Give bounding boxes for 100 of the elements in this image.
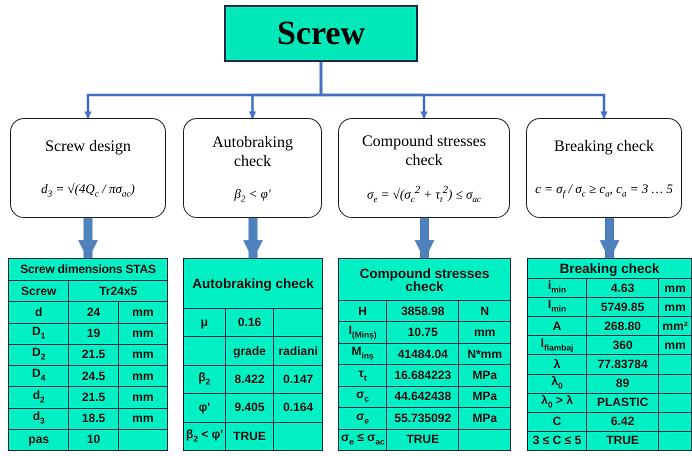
table-cell: 0.147 [274,365,322,394]
table-cell: pas [8,429,69,450]
table-cell: D$_{1}$ [8,323,69,344]
title-text: Screw [276,14,366,52]
formula: β$_{2}$ < φ′ [234,186,271,204]
table-cell: M$_{inș}$ [338,343,387,365]
table-cell: Screw [8,280,69,302]
table-cell: mm [118,323,168,344]
table-cell: σ$_{c}$ [338,386,387,408]
table-title: Screw dimensions STAS [8,258,168,280]
table-cell: TRUE [586,431,659,450]
table-cell: mm [118,408,168,430]
table-cell: MPa [458,408,510,430]
data-table [527,258,692,451]
table-cell: 0.16 [225,308,274,337]
table-cell: d$_{2}$ [8,386,69,408]
table-cell: σ$_{e}$ ≤ σ$_{ac}$ [338,429,387,450]
table-cell: mm² [658,316,692,336]
table-cell: σ$_{e}$ [338,408,387,430]
data-table [338,258,511,451]
table-cell: 24.5 [68,366,118,387]
table-cell: 4.63 [586,278,659,298]
table-cell: 3 ≤ C ≤ 5 [528,431,587,450]
table-cell: MPa [458,364,510,386]
table-cell: λ [528,354,587,374]
table-cell: TRUE [225,422,274,450]
box-title: Screw design [45,137,131,156]
table-cell: 41484.04 [386,343,459,365]
table-cell: d$_{3}$ [8,408,69,430]
table-cell: 8.422 [225,365,274,394]
table-cell: τ$_{t}$ [338,364,387,386]
table-cell: PLASTIC [586,393,659,412]
table-cell: 10.75 [386,322,459,344]
table-cell: I$_{min}$ [528,298,587,317]
title-box [224,5,418,62]
table-title: Compound stresses check [338,258,510,300]
table-cell: 19 [68,323,118,344]
process-box [10,118,166,218]
table-cell: MPa [458,386,510,408]
table-cell: Tr24x5 [68,280,168,302]
box-title: Breaking check [554,137,654,156]
table-cell: 44.642438 [386,386,459,408]
data-table [8,258,168,451]
table-cell: 360 [586,336,659,355]
table-cell: l$_{flambaj}$ [528,336,587,355]
table-cell: TRUE [386,429,459,450]
table-cell: A [528,316,587,336]
table-cell: mm [118,302,168,323]
table-cell: 9.405 [225,394,274,422]
table-cell: 21.5 [68,344,118,366]
formula: c = σ$_{f}$ / σ$_{c}$ ≥ c$_{a}$, c$_{a}$ = 3 … 5 [535,181,673,199]
arrow [243,218,263,260]
table-cell: N*mm [458,343,510,365]
table-cell: grade [225,336,274,366]
arrow [320,62,608,119]
table-cell: mm [118,386,168,408]
process-box [338,118,510,218]
table-cell: radiani [274,336,322,366]
box-title: Autobraking check [211,132,294,171]
table-cell: 268.80 [586,316,659,336]
table-cell: μ [184,308,226,337]
table-cell: 55.735092 [386,408,459,430]
table-cell: 5749.85 [586,298,659,317]
process-box [526,118,682,218]
table-cell: C [528,412,587,432]
data-table [183,258,323,451]
table-cell: 0.164 [274,394,322,422]
table-cell: β$_{2}$ [184,365,226,394]
table-cell: d [8,302,69,323]
table-cell: λ$_{0}$ [528,374,587,394]
formula: σ$_{e}$ = √(σ$_{c}$$^{2}$ + τ$_{t}$$^{2}$) ≤ σ$_{ac}$ [367,184,481,204]
table-cell: H [338,300,387,322]
formula: d$_{3}$ = √(4Q$_{c}$ / πσ$_{ac}$) [41,181,135,199]
table-cell: D$_{2}$ [8,344,69,366]
table-cell: mm [658,336,692,355]
table-cell: 3858.98 [386,300,459,322]
table-title: Breaking check [528,258,692,278]
table-cell: β$_{2}$ < φ' [184,422,226,450]
table-cell: 18.5 [68,408,118,430]
table-cell: N [458,300,510,322]
table-cell: 21.5 [68,386,118,408]
process-box [183,118,322,218]
table-cell: 6.42 [586,412,659,432]
table-cell: i$_{min}$ [528,278,587,298]
box-title: Compound stresses check [361,132,487,170]
table-cell: mm [118,366,168,387]
table-cell: 89 [586,374,659,394]
table-cell: 10 [68,429,118,450]
table-cell: 16.684223 [386,364,459,386]
table-cell: 24 [68,302,118,323]
table-cell: φ' [184,394,226,422]
arrow [600,218,620,260]
table-cell: mm [658,298,692,317]
table-cell: D$_{4}$ [8,366,69,387]
table-cell: I$_{(Minș)}$ [338,322,387,344]
table-cell: mm [658,278,692,298]
table-cell: λ$_{0}$ > λ [528,393,587,412]
table-cell: 77.83784 [586,354,659,374]
table-title: Autobraking check [184,258,322,308]
table-cell: mm [118,344,168,366]
